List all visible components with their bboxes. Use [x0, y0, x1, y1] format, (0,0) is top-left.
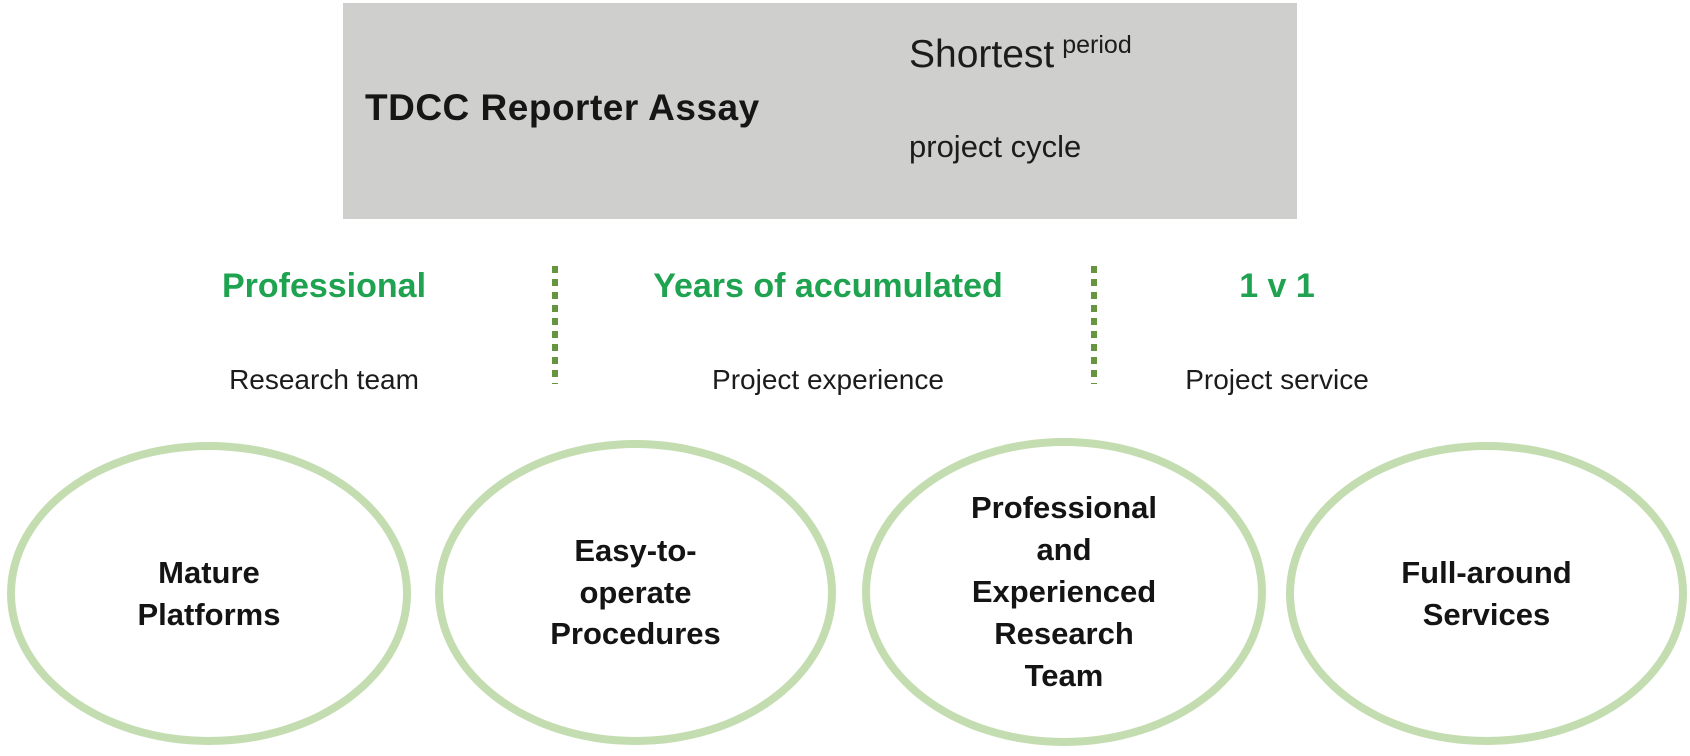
feature-column-professional: Professional Research team	[124, 264, 524, 396]
feature-heading: Professional	[221, 267, 427, 305]
ellipse-label: Mature Platforms	[137, 554, 281, 632]
feature-subtitle: Project experience	[712, 364, 944, 395]
feature-column-service: 1 v 1 Project service	[1077, 264, 1477, 396]
ellipse-mature-platforms: Mature Platforms	[7, 442, 411, 745]
feature-subtitle: Project service	[1185, 364, 1369, 395]
page-title: TDCC Reporter Assay	[365, 87, 760, 128]
ellipse-easy-to-operate-procedures: Easy-to- operate Procedures	[435, 440, 836, 745]
highlight-superscript: period	[1062, 31, 1132, 59]
feature-subtitle: Research team	[229, 364, 419, 395]
dotted-divider	[552, 266, 558, 384]
feature-column-experience: Years of accumulated Project experience	[628, 264, 1028, 396]
highlight-main-text: Shortest	[909, 33, 1055, 76]
ellipse-label: Full-around Services	[1401, 554, 1572, 632]
highlight-subline: project cycle	[909, 129, 1082, 164]
ellipse-label: Professional and Experienced Research Te…	[970, 490, 1158, 693]
ellipse-label: Easy-to- operate Procedures	[550, 532, 721, 652]
ellipse-full-around-services: Full-around Services	[1286, 442, 1687, 745]
feature-heading: 1 v 1	[1239, 267, 1315, 305]
feature-heading: Years of accumulated	[653, 267, 1003, 305]
dotted-divider	[1091, 266, 1097, 384]
ellipse-professional-research-team: Professional and Experienced Research Te…	[862, 438, 1266, 746]
